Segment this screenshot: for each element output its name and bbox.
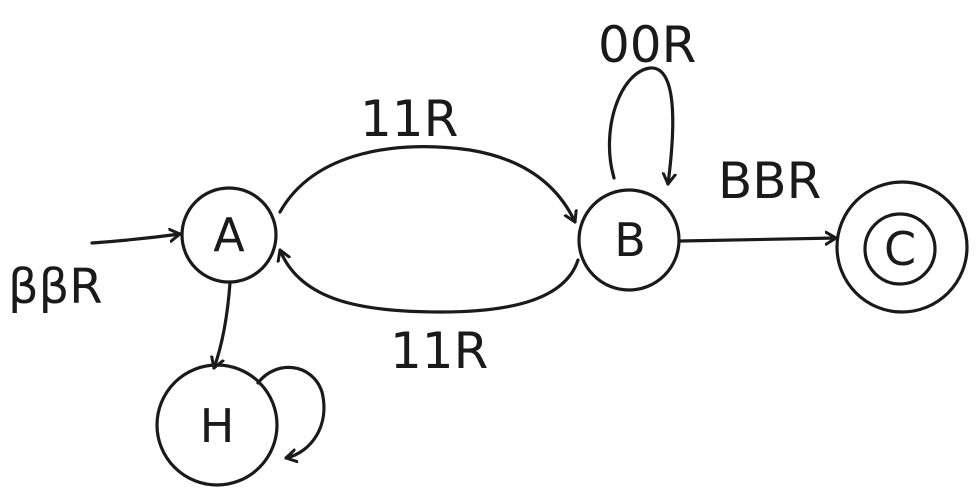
state-h-label: H [200, 399, 235, 453]
edge-b-self-loop-line [607, 66, 672, 186]
edge-b-self-loop: 00R [598, 16, 696, 186]
edge-h-self-loop-line [256, 365, 326, 458]
edge-a-to-b-line [278, 145, 575, 224]
edge-b-to-a-line [280, 248, 580, 314]
state-c: C [835, 180, 969, 314]
edge-b-to-c: BBR [679, 152, 838, 241]
state-b-label: B [614, 213, 646, 267]
state-b-circle [577, 188, 681, 292]
edge-a-to-h [214, 281, 232, 370]
edge-b-to-c-line [679, 238, 838, 241]
edge-h-self-loop [256, 365, 326, 458]
state-a: A [180, 186, 278, 284]
state-b: B [577, 188, 681, 292]
edge-a-to-h-line [214, 281, 232, 370]
edge-b-to-a-label: 11R [390, 322, 488, 380]
initial-arrow-line [90, 234, 182, 245]
edge-b-to-c-label: BBR [718, 152, 821, 210]
edge-b-self-loop-label: 00R [598, 16, 696, 74]
initial-arrow-label: ββR [8, 259, 103, 315]
edge-a-to-b-label: 11R [360, 90, 458, 148]
state-c-inner-circle [863, 212, 937, 286]
state-c-label: C [884, 222, 916, 276]
state-c-outer-circle [835, 180, 969, 314]
edge-b-to-a: 11R [280, 248, 580, 380]
initial-arrow: ββR [8, 234, 182, 315]
state-a-label: A [213, 208, 245, 262]
edge-a-to-b: 11R [278, 90, 575, 224]
